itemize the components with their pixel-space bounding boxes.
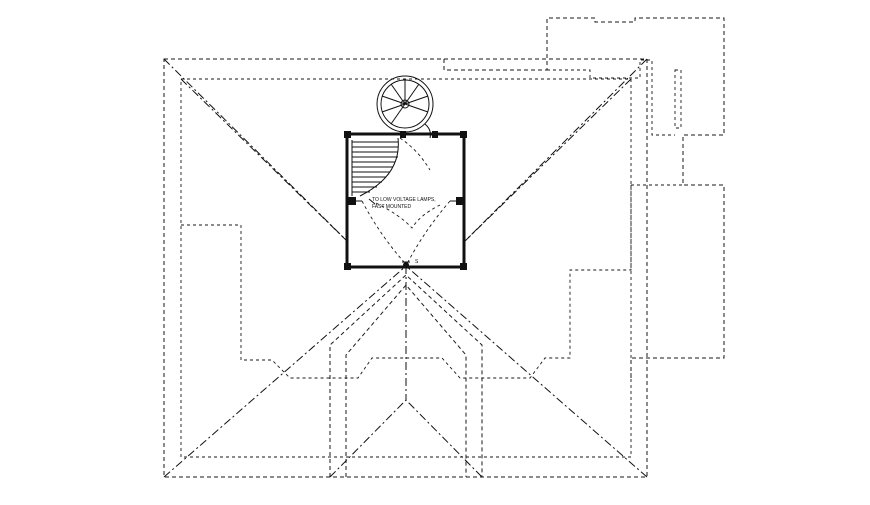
hip-inner-nw — [180, 78, 349, 243]
tower-corner-sw — [344, 263, 351, 270]
hip-inner-ne — [463, 78, 632, 243]
tower-corner-se — [460, 263, 467, 270]
floor-outline — [181, 185, 632, 379]
lamp-note-line1: TO LOW VOLTAGE LAMPS, — [372, 197, 436, 203]
tower-corner-ne — [460, 131, 467, 138]
wiring-stair — [399, 137, 431, 171]
annex-outline — [443, 17, 725, 378]
wiring-right — [407, 200, 451, 263]
inner-roof-edge — [180, 78, 632, 458]
switch-symbol — [402, 261, 410, 268]
hip-line-nw — [163, 58, 349, 243]
lower-gable-hip — [329, 399, 483, 478]
door-jamb-left — [400, 131, 406, 138]
lamp-note-line2: FAST MOUNTED — [372, 204, 411, 210]
annex-vent — [674, 69, 682, 129]
wiring-note-arrow — [375, 202, 441, 229]
hip-line-se — [405, 265, 648, 478]
annex-inner-edge — [547, 59, 675, 136]
switch-label: S — [415, 259, 419, 265]
hip-line-ne — [463, 58, 648, 243]
lamp-right — [450, 197, 464, 205]
door-jamb-right — [432, 131, 438, 138]
stair-treads — [351, 137, 399, 197]
lamp-left — [348, 197, 362, 205]
note-leader — [368, 198, 376, 205]
tower-corner-nw — [344, 131, 351, 138]
lower-gable-outer — [329, 274, 483, 477]
outer-roof-outline — [163, 58, 648, 478]
spiral-stair — [376, 75, 434, 139]
wiring-left — [361, 200, 405, 263]
hip-line-sw — [163, 265, 407, 478]
